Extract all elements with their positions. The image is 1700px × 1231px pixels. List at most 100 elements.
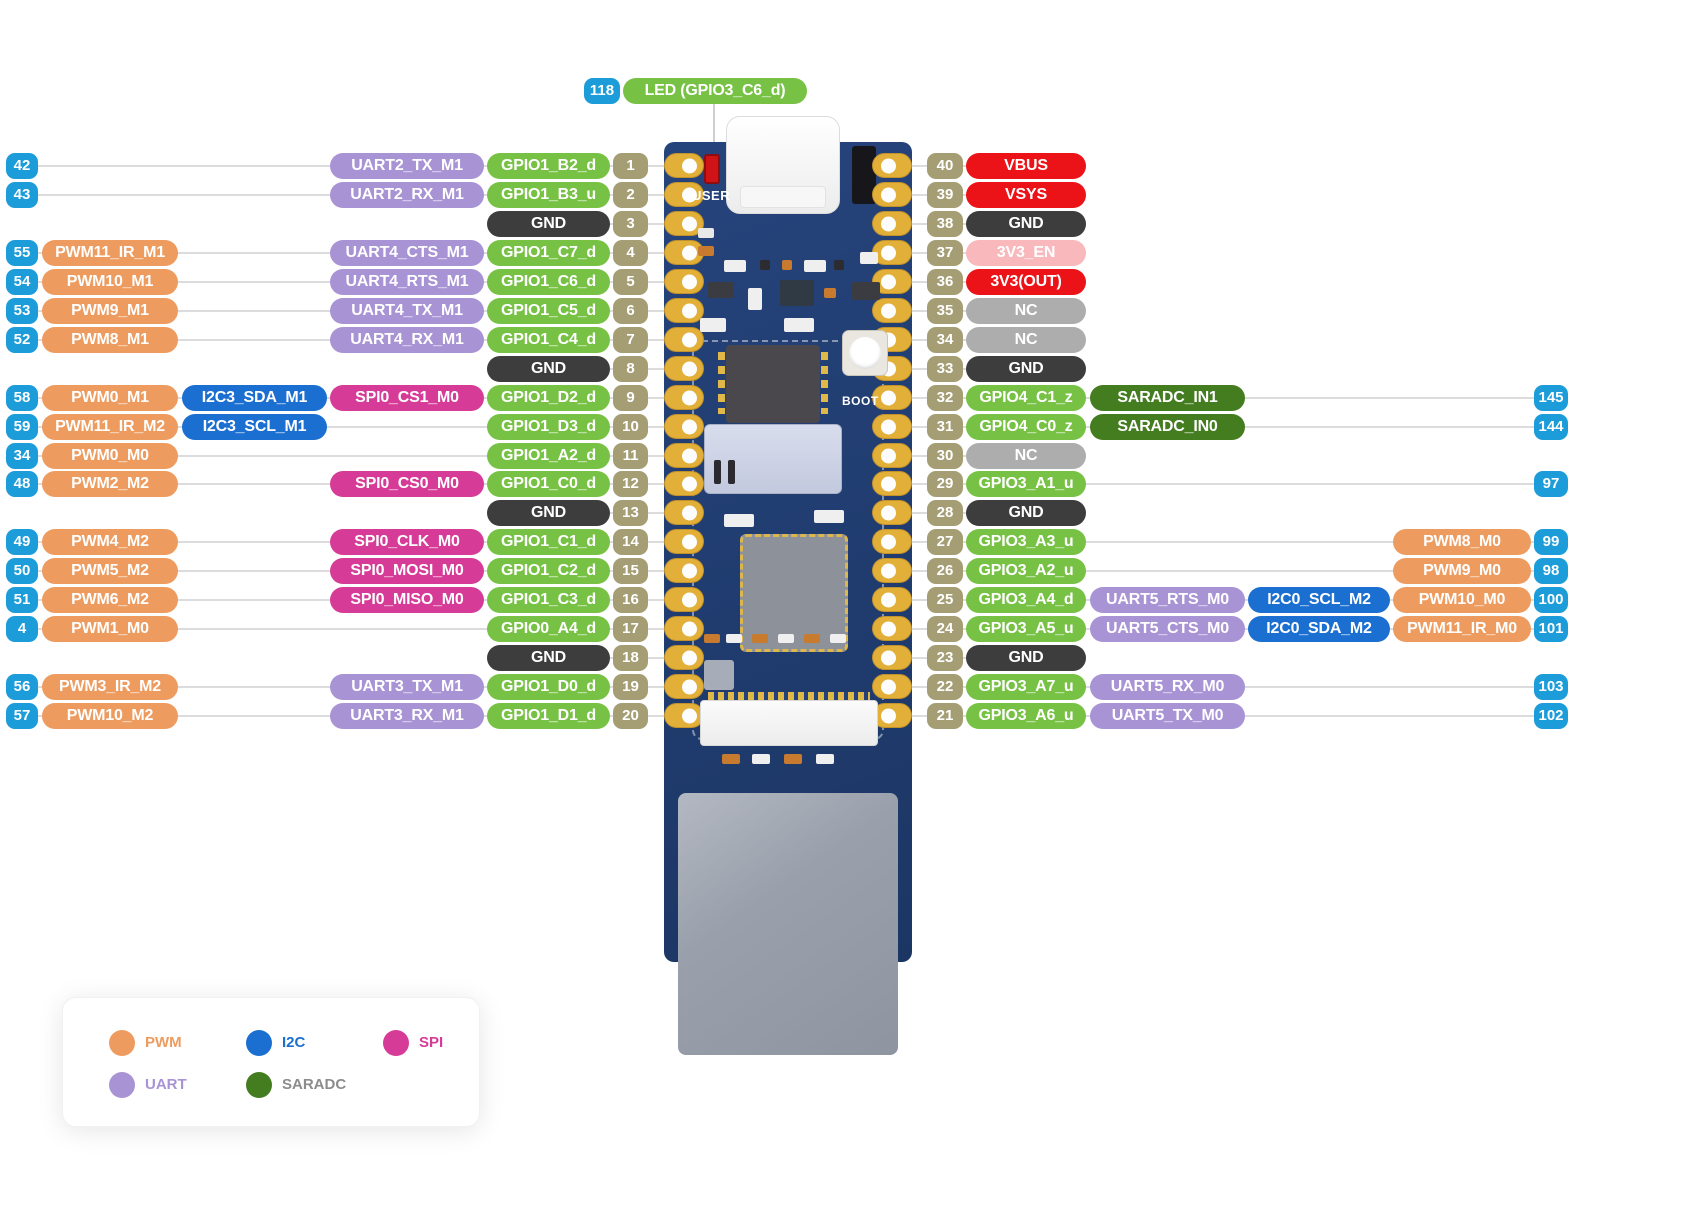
pin-connector-line bbox=[876, 541, 1552, 543]
castellated-pad bbox=[664, 587, 704, 612]
pad-hole bbox=[682, 563, 697, 578]
pin-function-pill: GPIO1_D1_d bbox=[487, 703, 610, 729]
pin-function-pill: PWM0_M1 bbox=[42, 385, 178, 411]
pin-function-pill: GND bbox=[487, 645, 610, 671]
pin-function-pill: GND bbox=[487, 211, 610, 237]
pin-function-pill: PWM8_M1 bbox=[42, 327, 178, 353]
pin-number-badge: 32 bbox=[927, 385, 963, 411]
pad-hole bbox=[682, 621, 697, 636]
pin-function-pill: UART5_RX_M0 bbox=[1090, 674, 1245, 700]
castellated-pad bbox=[872, 182, 912, 207]
pad-hole bbox=[881, 245, 896, 260]
pad-hole bbox=[682, 679, 697, 694]
smd-component bbox=[724, 260, 746, 272]
pin-function-pill: PWM11_IR_M1 bbox=[42, 240, 178, 266]
pin-function-pill: SPI0_CS1_M0 bbox=[330, 385, 484, 411]
smd-component bbox=[722, 754, 740, 764]
boot-button-cap bbox=[849, 337, 881, 369]
gpio-number-badge: 43 bbox=[6, 182, 38, 208]
saradc-legend-dot bbox=[246, 1072, 272, 1098]
gpio-number-badge: 101 bbox=[1534, 616, 1568, 642]
pad-hole bbox=[682, 476, 697, 491]
saradc-legend-label: SARADC bbox=[282, 1076, 347, 1093]
pin-function-pill: GPIO1_C6_d bbox=[487, 269, 610, 295]
smd-component bbox=[726, 634, 742, 643]
smd-component bbox=[778, 634, 794, 643]
fpc-connector-teeth bbox=[708, 692, 870, 702]
spi-legend-dot bbox=[383, 1030, 409, 1056]
castellated-pad bbox=[664, 356, 704, 381]
pin-number-badge: 33 bbox=[927, 356, 963, 382]
pad-hole bbox=[881, 505, 896, 520]
sd-card-slot bbox=[704, 424, 842, 494]
pin-function-pill: GPIO1_D2_d bbox=[487, 385, 610, 411]
pin-function-pill: UART2_TX_M1 bbox=[330, 153, 484, 179]
pin-number-badge: 19 bbox=[613, 674, 648, 700]
pin-number-badge: 1 bbox=[613, 153, 648, 179]
camera-module bbox=[678, 793, 898, 1055]
pin-function-pill: UART4_CTS_M1 bbox=[330, 240, 484, 266]
fpc-connector bbox=[700, 700, 878, 746]
pin-function-pill: NC bbox=[966, 298, 1086, 324]
pad-hole bbox=[682, 650, 697, 665]
smd-component bbox=[860, 252, 878, 264]
pin-function-pill: VBUS bbox=[966, 153, 1086, 179]
gpio-number-badge: 51 bbox=[6, 587, 38, 613]
pin-function-pill: UART4_TX_M1 bbox=[330, 298, 484, 324]
pin-connector-line bbox=[20, 628, 700, 630]
smd-component bbox=[804, 260, 826, 272]
gpio-number-badge: 102 bbox=[1534, 703, 1568, 729]
gpio-number-badge: 53 bbox=[6, 298, 38, 324]
pin-number-badge: 27 bbox=[927, 529, 963, 555]
castellated-pad bbox=[872, 443, 912, 468]
led-callout-line bbox=[713, 104, 715, 154]
smd-component bbox=[708, 282, 734, 298]
pin-connector-line bbox=[876, 570, 1552, 572]
castellated-pad bbox=[872, 587, 912, 612]
pad-hole bbox=[881, 679, 896, 694]
pin-number-badge: 5 bbox=[613, 269, 648, 295]
smd-component bbox=[760, 260, 770, 270]
pin-number-badge: 40 bbox=[927, 153, 963, 179]
smd-component bbox=[852, 282, 880, 300]
pad-hole bbox=[881, 592, 896, 607]
pin-number-badge: 3 bbox=[613, 211, 648, 237]
flash-chip-pins-left bbox=[718, 352, 725, 414]
pin-function-pill: UART2_RX_M1 bbox=[330, 182, 484, 208]
pin-function-pill: SPI0_MISO_M0 bbox=[330, 587, 484, 613]
pin-function-pill: SPI0_MOSI_M0 bbox=[330, 558, 484, 584]
castellated-pad bbox=[664, 674, 704, 699]
castellated-pad bbox=[664, 443, 704, 468]
pad-hole bbox=[881, 448, 896, 463]
user-led-label: USER bbox=[692, 188, 731, 203]
pin-function-pill: PWM3_IR_M2 bbox=[42, 674, 178, 700]
pad-hole bbox=[881, 650, 896, 665]
gpio-number-badge: 103 bbox=[1534, 674, 1568, 700]
smd-component bbox=[784, 318, 814, 332]
pin-function-pill: GPIO1_B2_d bbox=[487, 153, 610, 179]
pin-number-badge: 7 bbox=[613, 327, 648, 353]
pin-number-badge: 21 bbox=[927, 703, 963, 729]
gpio-number-badge: 50 bbox=[6, 558, 38, 584]
pad-hole bbox=[881, 621, 896, 636]
pin-function-pill: PWM9_M1 bbox=[42, 298, 178, 324]
pin-function-pill: UART3_RX_M1 bbox=[330, 703, 484, 729]
pin-function-pill: GPIO0_A4_d bbox=[487, 616, 610, 642]
pin-number-badge: 22 bbox=[927, 674, 963, 700]
pad-hole bbox=[881, 303, 896, 318]
castellated-pad bbox=[664, 298, 704, 323]
pad-hole bbox=[881, 534, 896, 549]
pin-number-badge: 11 bbox=[613, 443, 648, 469]
usb-c-connector-lip bbox=[740, 186, 826, 208]
pin-function-pill: UART4_RX_M1 bbox=[330, 327, 484, 353]
castellated-pad bbox=[664, 529, 704, 554]
spi-legend-label: SPI bbox=[419, 1034, 444, 1051]
gpio-number-badge: 58 bbox=[6, 385, 38, 411]
gpio-number-badge: 144 bbox=[1534, 414, 1568, 440]
pin-function-pill: GND bbox=[966, 645, 1086, 671]
pin-function-pill: GPIO3_A4_d bbox=[966, 587, 1086, 613]
pin-number-badge: 37 bbox=[927, 240, 963, 266]
sd-card-contact-1 bbox=[714, 460, 721, 484]
gpio-number-badge: 49 bbox=[6, 529, 38, 555]
pin-function-pill: GPIO3_A1_u bbox=[966, 471, 1086, 497]
